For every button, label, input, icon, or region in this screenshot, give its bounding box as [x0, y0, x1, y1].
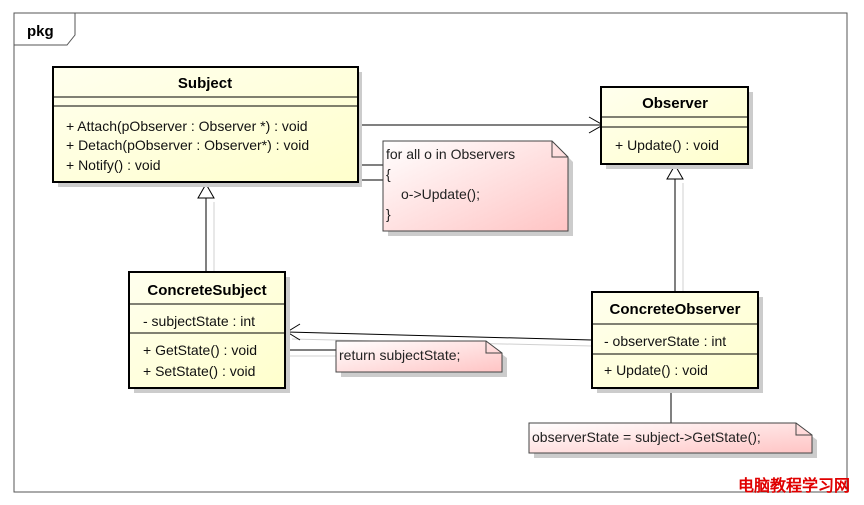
- note-notify-line-2: {: [386, 166, 391, 182]
- class-name-concrete-observer: ConcreteObserver: [610, 301, 741, 318]
- note-getstate-text: return subjectState;: [339, 347, 460, 363]
- operation-setstate: + SetState() : void: [143, 363, 255, 379]
- class-name-concrete-subject: ConcreteSubject: [147, 282, 266, 299]
- note-update[interactable]: observerState = subject->GetState();: [528, 422, 817, 458]
- operation-attach: + Attach(pObserver : Observer *) : void: [66, 118, 308, 134]
- operation-notify: + Notify() : void: [66, 157, 161, 173]
- operation-update-concrete: + Update() : void: [604, 362, 708, 378]
- operation-detach: + Detach(pObserver : Observer*) : void: [66, 137, 309, 153]
- note-notify-line-3: o->Update();: [401, 186, 480, 202]
- class-subject[interactable]: Subject + Attach(pObserver : Observer *)…: [52, 66, 362, 187]
- note-getstate[interactable]: return subjectState;: [335, 340, 507, 377]
- class-concrete-observer[interactable]: ConcreteObserver - observerState : int +…: [591, 291, 763, 393]
- watermark-text: 电脑教程学习网: [738, 476, 850, 495]
- class-name-subject: Subject: [178, 75, 232, 92]
- note-notify[interactable]: for all o in Observers { o->Update(); }: [382, 140, 573, 236]
- class-observer[interactable]: Observer + Update() : void: [600, 86, 753, 169]
- operation-update: + Update() : void: [615, 137, 719, 153]
- note-notify-line-1: for all o in Observers: [386, 146, 515, 162]
- generalization-arrowhead: [666, 163, 684, 180]
- class-name-observer: Observer: [642, 95, 708, 112]
- generalization-arrowhead: [197, 182, 215, 199]
- association-concreteobserver-concretesubject: [286, 331, 593, 341]
- package-label: pkg: [27, 23, 54, 40]
- note-update-text: observerState = subject->GetState();: [532, 429, 761, 445]
- class-concrete-subject[interactable]: ConcreteSubject - subjectState : int + G…: [128, 271, 290, 393]
- attribute-observer-state: - observerState : int: [604, 333, 726, 349]
- attribute-subject-state: - subjectState : int: [143, 313, 255, 329]
- note-notify-line-4: }: [386, 206, 391, 222]
- operation-getstate: + GetState() : void: [143, 342, 257, 358]
